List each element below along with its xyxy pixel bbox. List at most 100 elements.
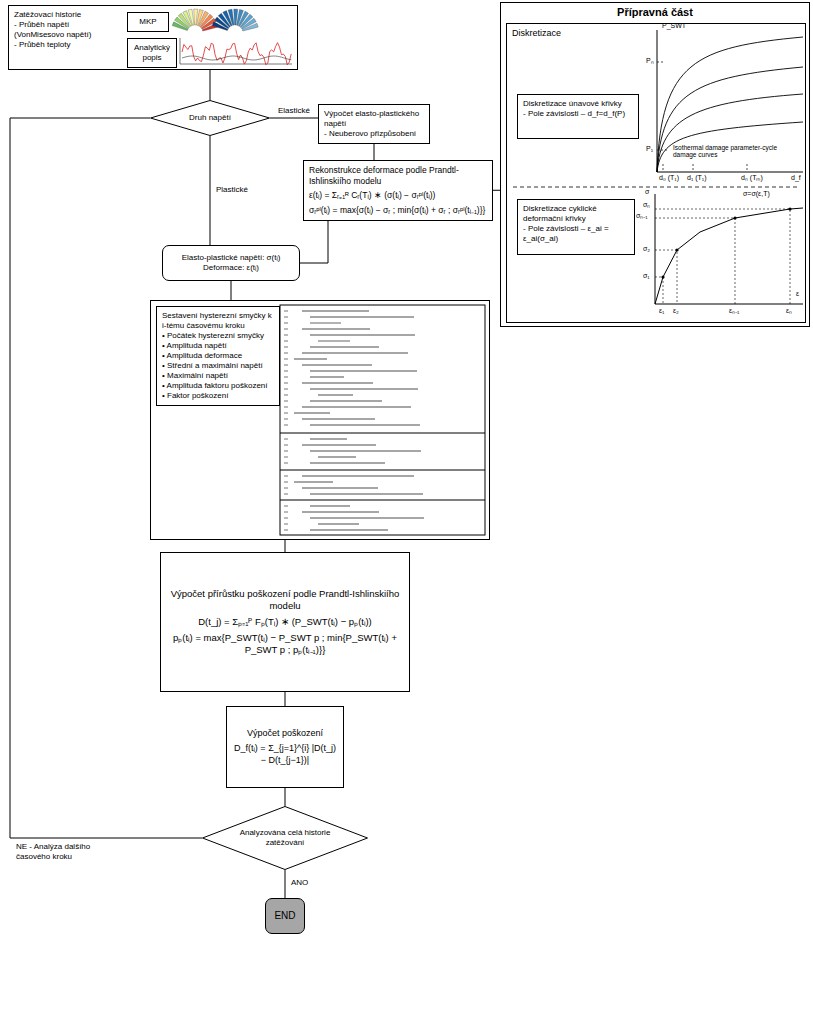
flow-connector: [285, 692, 286, 706]
flow-connector: [231, 281, 232, 300]
fem-blade: [172, 22, 188, 31]
terminal-box: END: [265, 898, 305, 934]
chart-label: σ: [645, 188, 649, 196]
chart-label: Isothermal damage parameter-cycle damage…: [673, 144, 788, 159]
code-line: [310, 334, 415, 335]
code-line: [310, 370, 417, 371]
node-text: σᵣᵖˡ(tᵢ) = max{σ(tᵢ) − σᵣ ; min{σ(tᵢ) + …: [309, 205, 487, 216]
group-box: DiskretizaceDiskretizace únavové křivky-…: [506, 23, 806, 323]
code-line: [302, 487, 378, 488]
node-title: Výpočet přírůstku poškození podle Prandt…: [166, 588, 404, 612]
node-title: Výpočet poškození: [232, 728, 338, 739]
code-line: [310, 529, 388, 530]
decision-diamond: Druh napětí: [150, 100, 270, 136]
line-number: [284, 439, 288, 440]
text-block: Druh napětí: [172, 113, 249, 123]
code-line: [318, 456, 356, 457]
load-graph: [180, 38, 292, 65]
node-text: ε(tᵢ) = Σᵣ₌₁ᴿ Cᵣ(Tᵢ) ∗ (σ(tᵢ) − σᵣᵖˡ(tᵢ)…: [309, 190, 487, 201]
fatigue-axes: [657, 30, 803, 172]
chart-label: σ₂: [643, 245, 650, 253]
node-text: D_f(tᵢ) = Σ_{j=1}^{i} |D(t_j) − D(t_{j−1…: [232, 743, 338, 766]
code-line: [302, 382, 373, 383]
chart-label: d₀ (T₁): [659, 174, 679, 182]
text-block: Diskretizace: [507, 24, 805, 43]
guide-lines: [655, 209, 790, 304]
line-number: [284, 389, 288, 390]
temperature-trace: [182, 56, 291, 60]
node-title: Diskretizace: [512, 28, 800, 39]
line-number: [284, 419, 288, 420]
line-number: [284, 451, 288, 452]
line-number: [284, 482, 288, 483]
line-number: [284, 365, 288, 366]
line-number: [284, 512, 288, 513]
line-number: [284, 425, 288, 426]
code-line: [302, 364, 372, 365]
code-line: [294, 358, 327, 359]
code-line: [302, 418, 375, 419]
fatigue-curve: [657, 94, 803, 172]
line-number: [284, 476, 288, 477]
process-box: Rekonstrukce deformace podle Prandtl-Ish…: [303, 160, 493, 221]
line-number: [284, 371, 288, 372]
line-number: [284, 359, 288, 360]
flow-connector: [210, 70, 211, 100]
line-number: [284, 311, 288, 312]
chart-label: P_SWT: [662, 22, 686, 30]
line-number: [284, 323, 288, 324]
line-number: [284, 395, 288, 396]
chart-label: σ=σ(ε,T): [743, 190, 770, 198]
point: [733, 216, 736, 219]
line-number: [284, 518, 288, 519]
line-number: [284, 524, 288, 525]
process-box: Diskretizace cyklické deformační křivky-…: [517, 199, 635, 255]
line-number: [284, 383, 288, 384]
node-text: • Amplituda faktoru poškození: [162, 381, 274, 391]
edge-label: Elastické: [276, 106, 312, 116]
flow-connector: [210, 136, 211, 245]
process-box: Výpočet přírůstku poškození podle Prandt…: [160, 552, 410, 692]
cyclic-curve: [655, 208, 803, 304]
text-block: Rekonstrukce deformace podle Prandtl-Ish…: [304, 161, 492, 220]
code-line: [318, 394, 353, 395]
code-line: [310, 438, 347, 439]
node-title: Analyzována celá historie zatěžování: [232, 828, 338, 848]
group-box: Přípravná částDiskretizaceDiskretizace ú…: [500, 2, 810, 327]
code-line: [302, 352, 408, 353]
code-line: [302, 310, 369, 311]
line-number: [284, 341, 288, 342]
node-text: - Průběh napětí: [14, 20, 120, 30]
code-line: [318, 523, 359, 524]
line-number: [284, 401, 288, 402]
line-number: [284, 377, 288, 378]
code-line: [294, 412, 330, 413]
chart-label: σₙ: [643, 201, 650, 209]
node-text: Deformace: ε(tᵢ): [182, 263, 281, 273]
text-block: Výpočet poškozeníD_f(tᵢ) = Σ_{j=1}^{i} |…: [227, 724, 343, 770]
node-text: • Maximální napětí: [162, 371, 274, 381]
group-box: Sestavení hysterezní smyčky k i-tému čas…: [150, 300, 490, 540]
process-box: MKP: [127, 12, 169, 32]
line-number: [284, 347, 288, 348]
chart-label: Pₙ: [646, 57, 654, 65]
text-block: Sestavení hysterezní smyčky k i-tému čas…: [156, 306, 280, 406]
line-number: [284, 488, 288, 489]
node-text: • Střední a maximální napětí: [162, 361, 274, 371]
node-text: • Amplituda napětí: [162, 341, 274, 351]
node-text: D(t_j) = Σₚ₌₁ᴾ Fₚ(Tᵢ) ∗ (P_SWT(tᵢ) − pₚ(…: [166, 616, 404, 628]
point: [788, 207, 791, 210]
flow-connector: [493, 190, 500, 191]
chart-label: d₁ (T₁): [687, 174, 707, 182]
text-block: Výpočet elasto-plastického napětí- Neube…: [319, 105, 429, 143]
code-line: [310, 322, 341, 323]
code-line: [310, 450, 421, 451]
line-number: [284, 317, 288, 318]
line-number: [284, 530, 288, 531]
chart-label: σₙ₋₁: [636, 212, 648, 220]
flow-connector: [10, 118, 202, 838]
node-text: • Faktor poškození: [162, 391, 274, 401]
discretisation-charts: [513, 30, 803, 304]
line-number: [284, 506, 288, 507]
node-text: (VonMisesovo napětí): [14, 30, 120, 40]
